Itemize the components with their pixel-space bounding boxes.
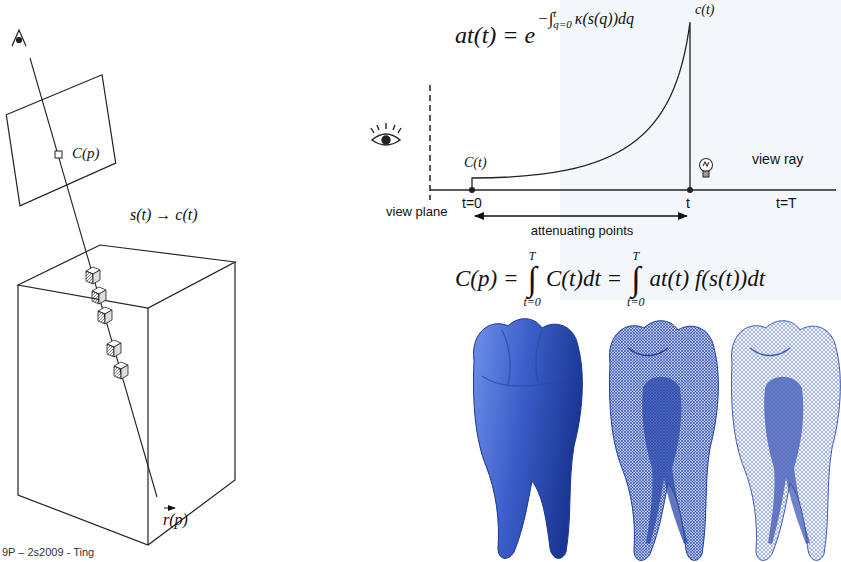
formula-limit: q=0 (553, 19, 571, 30)
attenuation-formula: at(t) = e (455, 22, 535, 48)
axis-label: t=T (776, 196, 797, 211)
view-plane: C(p) (4, 72, 118, 210)
light-bulb-icon (700, 159, 713, 178)
voxel (86, 267, 100, 284)
bulb-glass (700, 159, 713, 172)
tooth-solid (474, 319, 583, 559)
span-label: attenuating points (531, 224, 634, 238)
formula-limit: t (553, 8, 556, 19)
axis-label: t (686, 196, 690, 211)
cube-top-face (18, 245, 235, 308)
eye-symbol (12, 30, 26, 46)
eye-symbol-outline (12, 30, 26, 46)
equation-group: T∫t=0 (523, 250, 540, 308)
formula-limit: T (632, 250, 639, 262)
tooth-fissure (750, 348, 790, 356)
pixel-square (55, 151, 62, 158)
formula-integral: ∫ (631, 262, 640, 296)
equation-group: T∫t=0 (627, 250, 644, 308)
voxel (98, 307, 112, 324)
view-plane-label: view plane (386, 205, 447, 219)
tooth-mesh-lines (732, 321, 841, 561)
eye-icon-lashes (371, 123, 401, 133)
tooth-body (732, 321, 841, 561)
eye-symbol-pupil (17, 38, 22, 43)
formula-term: C(t)dt = (546, 266, 622, 291)
cube-edges (18, 262, 235, 545)
tooth-pulp (642, 377, 688, 544)
tooth-shading (482, 330, 572, 386)
formula-term: C(p) = (455, 266, 518, 291)
formula-limit: t=0 (523, 296, 540, 308)
equation-group: tq=0−∫ κ(s(q))dq at(t) = e (455, 8, 634, 48)
ray-vector-label: r(p) (163, 511, 188, 529)
tooth-body (474, 319, 583, 559)
voxel (92, 287, 106, 304)
pixel-label: C(p) (72, 145, 100, 162)
equation-group: T∫t=0T∫t=0C(p) =C(t)dt =at(t) f(s(t))dt (455, 250, 765, 308)
tooth-pulp (764, 377, 810, 544)
voxel-stack (86, 267, 128, 379)
view-plane-outline (4, 72, 118, 210)
bulb-filament (703, 162, 709, 166)
tooth-fissure (628, 348, 668, 356)
eye-icon-pupil (382, 136, 390, 144)
ray-axis (430, 189, 836, 191)
equation-group: tq=0−∫ κ(s(q))dq (537, 8, 634, 30)
view-plane-line (429, 85, 431, 200)
tooth-mesh (610, 321, 719, 561)
formula-limit: T (529, 250, 536, 262)
eye-icon (371, 123, 401, 145)
formula-integral: ∫ (527, 262, 536, 296)
view-ray-line (30, 58, 157, 497)
formula-integral: −∫ (537, 10, 553, 29)
formula-term: at(t) f(s(t))dt (650, 266, 766, 291)
tooth-body (610, 321, 719, 561)
axis-label: t=0 (462, 196, 482, 211)
equation-group: tq=0 (553, 8, 571, 30)
view-plane-shape (6, 75, 115, 206)
tooth-transparent (732, 321, 841, 561)
curve-label: c(t) (695, 2, 714, 17)
ray-sample-label: s(t) → c(t) (130, 206, 198, 224)
curve-label: C(t) (464, 155, 487, 170)
footer-note: 9P – 2s2009 - Ting (2, 546, 94, 558)
voxel (114, 362, 128, 379)
axis-label: view ray (752, 152, 803, 167)
background-panel (560, 0, 841, 300)
vector-arrow (164, 508, 175, 509)
span-arrow (475, 215, 687, 216)
bulb-base (703, 171, 709, 177)
formula-limit: t=0 (627, 296, 644, 308)
tooth-mesh-lines (610, 321, 719, 561)
eye-icon-outline (372, 134, 400, 145)
volume-cube (18, 245, 235, 545)
voxel (107, 340, 121, 357)
formula-integrand: κ(s(q))dq (575, 10, 634, 28)
